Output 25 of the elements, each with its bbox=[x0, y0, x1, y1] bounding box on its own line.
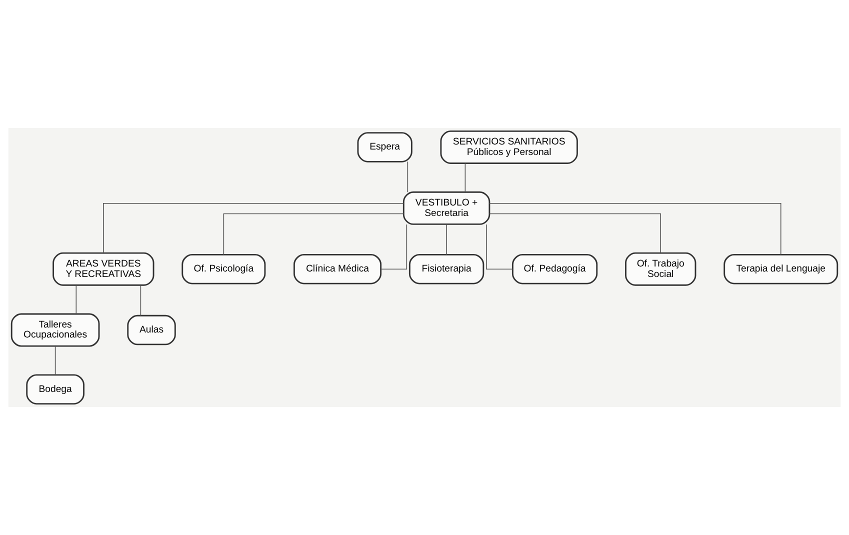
node-box: Clínica Médica bbox=[294, 254, 382, 284]
connector bbox=[407, 161, 408, 193]
node-box: VESTIBULO + Secretaria bbox=[402, 191, 490, 225]
node-box: Espera bbox=[357, 132, 412, 162]
node-box: Of. Trabajo Social bbox=[625, 252, 696, 286]
node-box: Aulas bbox=[127, 314, 176, 346]
connector bbox=[140, 285, 142, 316]
connector bbox=[223, 213, 404, 255]
connector bbox=[489, 202, 782, 255]
connector bbox=[464, 163, 466, 192]
connector bbox=[103, 202, 404, 254]
node-box: Bodega bbox=[26, 374, 84, 405]
node-box: SERVICIOS SANITARIOS Públicos y Personal bbox=[440, 130, 578, 164]
node-box: Of. Pedagogía bbox=[512, 254, 598, 284]
connector bbox=[489, 213, 661, 254]
connector bbox=[54, 346, 56, 376]
connector bbox=[486, 224, 514, 270]
node-box: AREAS VERDES Y RECREATIVAS bbox=[52, 252, 154, 286]
node-box: Talleres Ocupacionales bbox=[10, 313, 100, 347]
node-box: Fisioterapia bbox=[408, 254, 484, 284]
connector bbox=[446, 224, 447, 255]
connector bbox=[380, 224, 408, 270]
node-box: Of. Psicología bbox=[182, 254, 266, 284]
node-box: Terapia del Lenguaje bbox=[724, 254, 838, 284]
connector bbox=[76, 285, 77, 314]
